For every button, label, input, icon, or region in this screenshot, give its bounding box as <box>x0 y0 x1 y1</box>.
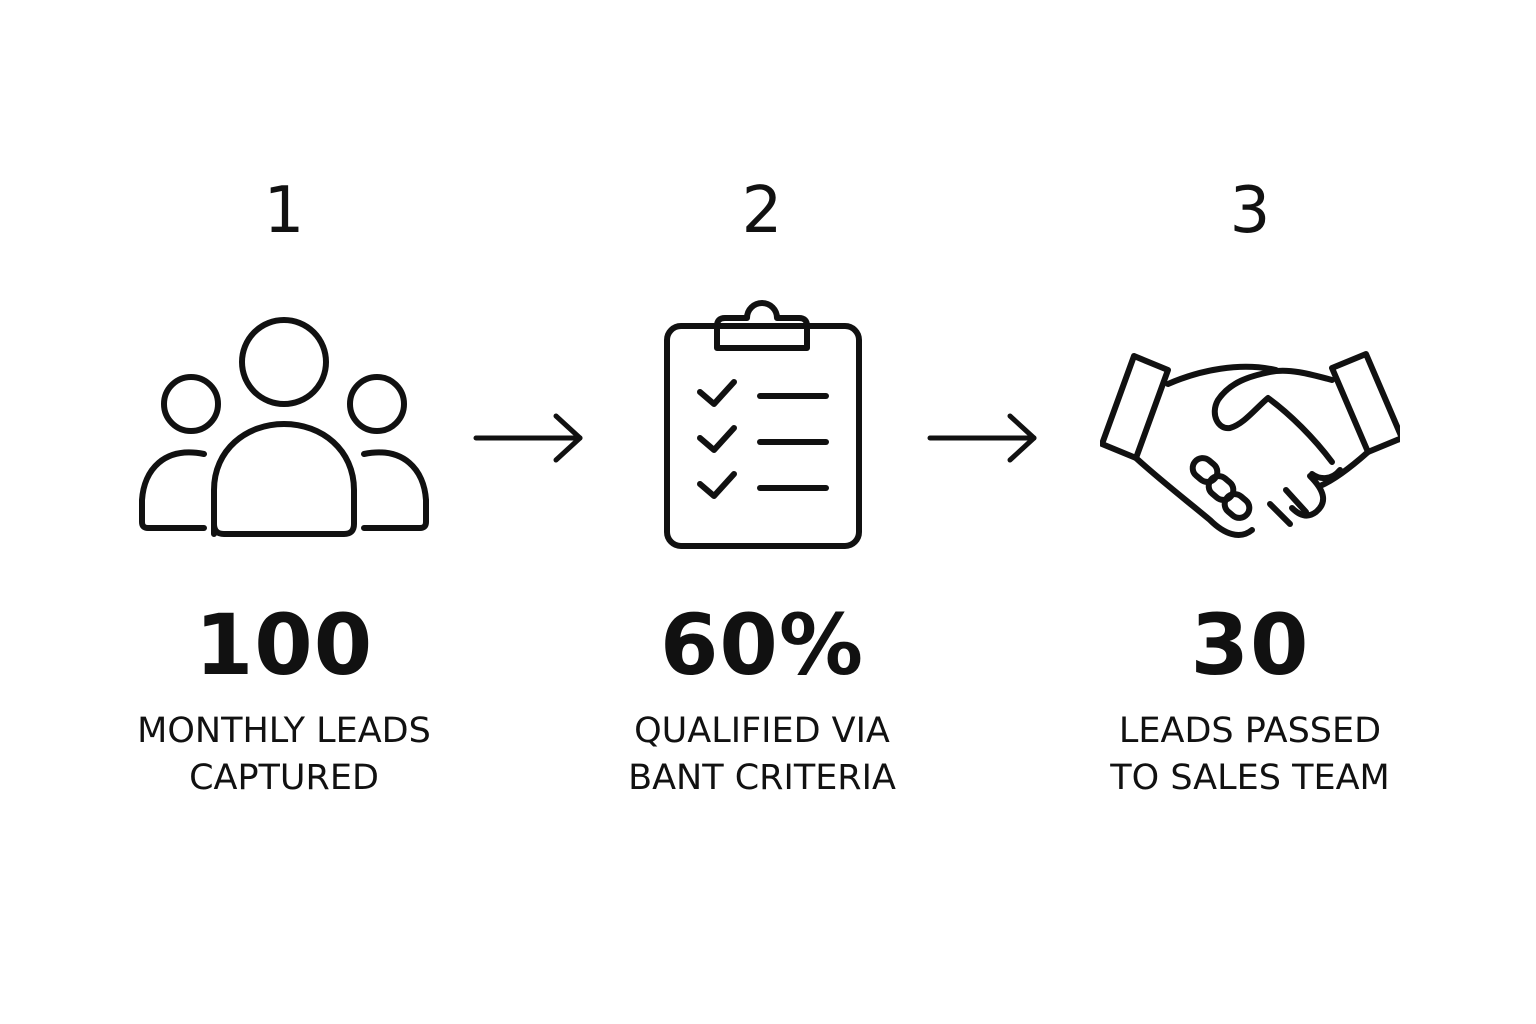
arrow-right-icon <box>924 400 1044 476</box>
step-number: 3 <box>1229 174 1271 248</box>
step-value: 100 <box>194 596 374 694</box>
people-group-icon <box>134 290 434 560</box>
step-3: 3 30 L <box>1050 0 1450 1024</box>
clipboard-checklist-icon <box>612 290 912 560</box>
step-2: 2 60% QUALIFIED VIA BANT CRITERIA <box>562 0 962 1024</box>
step-number: 1 <box>263 174 305 248</box>
step-label: QUALIFIED VIA BANT CRITERIA <box>628 711 896 798</box>
step-number: 2 <box>741 174 783 248</box>
step-value: 60% <box>659 596 865 694</box>
step-value: 30 <box>1190 596 1310 694</box>
arrow-right-icon <box>470 400 590 476</box>
step-label: LEADS PASSED TO SALES TEAM <box>1110 711 1390 798</box>
handshake-icon <box>1100 290 1400 560</box>
step-1: 1 100 MONTHLY LEADS CAPTURED <box>84 0 484 1024</box>
step-label: MONTHLY LEADS CAPTURED <box>137 711 431 798</box>
